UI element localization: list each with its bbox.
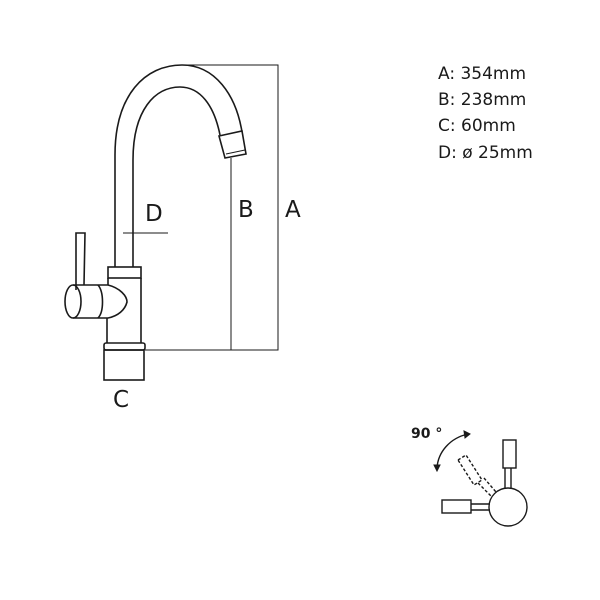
label-b: B — [238, 197, 254, 223]
spec-a: A: 354mm — [438, 64, 527, 84]
rotation-arrow-icon — [436, 433, 469, 469]
faucet-spout — [114, 64, 247, 267]
rotation-icon — [433, 430, 528, 527]
label-c: C — [113, 387, 130, 413]
label-d: D — [145, 201, 163, 227]
faucet-body — [103, 266, 146, 381]
rotation-label: 90 ° — [411, 426, 443, 442]
label-a: A — [285, 197, 301, 223]
spec-b: B: 238mm — [438, 90, 527, 110]
faucet-handle — [64, 232, 128, 319]
dimension-lines — [123, 64, 279, 351]
spec-d: D: ø 25mm — [438, 143, 533, 163]
spec-c: C: 60mm — [438, 116, 516, 136]
